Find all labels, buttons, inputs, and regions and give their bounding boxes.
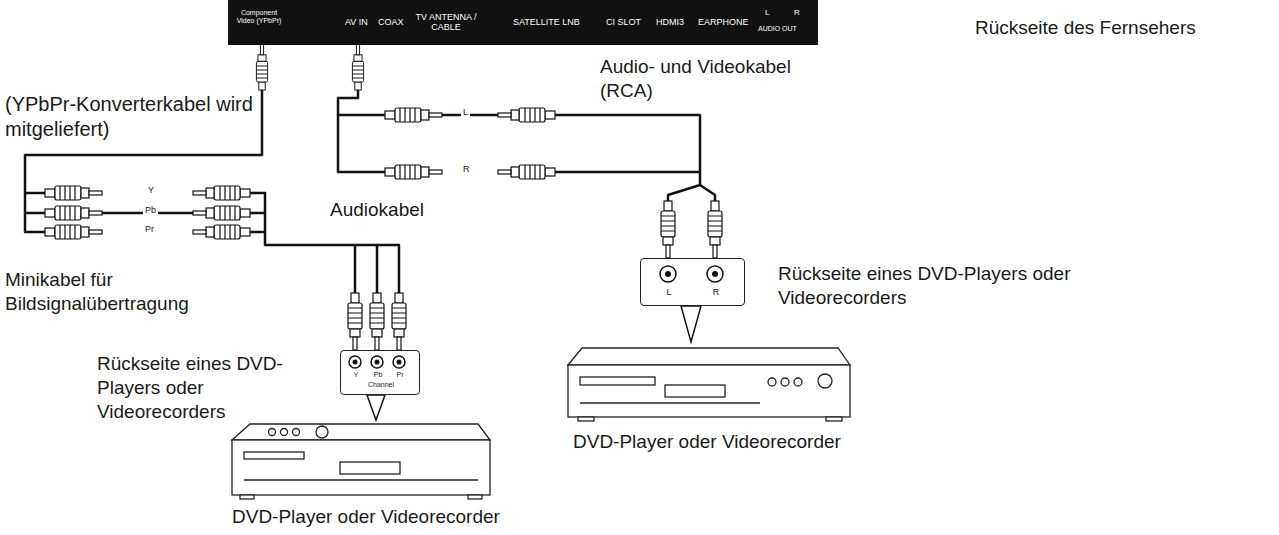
cable-wire bbox=[25, 213, 45, 232]
channel-label: R bbox=[461, 165, 472, 175]
rca-plug bbox=[498, 165, 555, 179]
socket-pin bbox=[375, 360, 380, 365]
socket-pin bbox=[712, 271, 718, 277]
port-label: R bbox=[794, 8, 800, 17]
button bbox=[768, 378, 776, 386]
callout-pointer bbox=[367, 395, 385, 420]
front-line bbox=[244, 479, 478, 480]
port-label: EARPHONE bbox=[698, 17, 749, 27]
panel-caption: Rückseite eines DVD-Players oder Videore… bbox=[778, 262, 1138, 310]
dvd-player-front bbox=[232, 440, 490, 495]
cable-note: (YPbPr-Konverterkabel wird mitgeliefert) bbox=[5, 92, 255, 142]
rca-plug bbox=[385, 165, 442, 179]
rca-plug bbox=[45, 186, 102, 200]
device-back-panel: Y Pb PrChannel bbox=[340, 350, 420, 395]
socket-pin bbox=[665, 271, 671, 277]
socket bbox=[707, 266, 723, 282]
socket bbox=[660, 266, 676, 282]
cable-wire bbox=[250, 193, 265, 213]
channel-label: Pr bbox=[143, 225, 156, 235]
rca-plug bbox=[193, 206, 250, 220]
button bbox=[781, 378, 789, 386]
port-label: TV ANTENNA / CABLE bbox=[414, 12, 478, 33]
rca-plug bbox=[661, 201, 675, 258]
rca-plug bbox=[352, 44, 363, 90]
device-back-panel: LR bbox=[640, 258, 745, 306]
button bbox=[794, 378, 802, 386]
panel-caption: Rückseite eines DVD-Players oder Videore… bbox=[97, 352, 292, 423]
port-label: Component Video (YPbPr) bbox=[236, 9, 282, 25]
dvd-player-top bbox=[568, 348, 850, 365]
button bbox=[269, 429, 276, 436]
device-caption: DVD-Player oder Videorecorder bbox=[232, 505, 500, 529]
socket-label: R bbox=[713, 287, 720, 297]
rca-plug bbox=[45, 206, 102, 220]
port-label: SATELLITE LNB bbox=[513, 17, 580, 27]
display bbox=[665, 385, 725, 397]
knob bbox=[316, 426, 328, 438]
foot bbox=[826, 417, 842, 421]
disc-slot bbox=[580, 377, 655, 385]
channel-label: Pb bbox=[143, 206, 158, 216]
socket-pin bbox=[397, 360, 402, 365]
button bbox=[293, 429, 300, 436]
cable-wire bbox=[354, 245, 357, 293]
rca-plug bbox=[498, 108, 555, 122]
port-label: CI SLOT bbox=[606, 17, 641, 27]
foot bbox=[240, 495, 254, 499]
socket-pin bbox=[353, 360, 358, 365]
socket-label: L bbox=[666, 287, 671, 297]
cable-wire bbox=[700, 185, 715, 201]
rca-plug bbox=[385, 108, 442, 122]
socket-label: Pr bbox=[397, 371, 404, 379]
device-caption: DVD-Player oder Videorecorder bbox=[573, 430, 841, 454]
dvd-player-front bbox=[568, 365, 850, 417]
port-label: COAX bbox=[378, 17, 404, 27]
cable-label: Audio- und Videokabel (RCA) bbox=[600, 55, 835, 103]
cable-wire bbox=[25, 192, 45, 195]
rca-plug bbox=[193, 225, 250, 239]
display bbox=[340, 462, 400, 474]
rca-plug bbox=[348, 293, 362, 350]
foot bbox=[468, 495, 482, 499]
socket bbox=[371, 356, 383, 368]
rca-plug bbox=[370, 293, 384, 350]
front-line bbox=[580, 402, 760, 403]
cable-label: Audiokabel bbox=[330, 198, 424, 222]
disc-slot bbox=[244, 452, 304, 459]
socket-label: Pb bbox=[374, 371, 383, 379]
port-label: AV IN bbox=[345, 17, 368, 27]
socket bbox=[393, 356, 405, 368]
port-label: HDMI3 bbox=[656, 17, 684, 27]
rca-plug bbox=[256, 44, 267, 90]
cable-wire bbox=[338, 115, 385, 172]
panel-caption: Rückseite des Fernsehers bbox=[975, 16, 1196, 40]
knob bbox=[818, 374, 832, 388]
rca-plug bbox=[193, 186, 250, 200]
rca-plug bbox=[708, 201, 722, 258]
cable-wire bbox=[555, 171, 700, 174]
callout-pointer bbox=[681, 306, 701, 342]
channel-label: L bbox=[461, 108, 470, 118]
channel-label: Y bbox=[146, 186, 156, 196]
socket bbox=[349, 356, 361, 368]
socket-label: Y bbox=[354, 371, 359, 379]
button bbox=[281, 429, 288, 436]
socket-label: Channel bbox=[368, 381, 394, 389]
port-label: L bbox=[765, 8, 769, 17]
cable-wire bbox=[250, 231, 265, 234]
rca-plug bbox=[45, 225, 102, 239]
foot bbox=[578, 417, 594, 421]
cable-label: Minikabel für Bildsignalübertragung bbox=[5, 268, 250, 316]
port-label: AUDIO OUT bbox=[758, 25, 797, 33]
dvd-player-top bbox=[232, 424, 490, 440]
rca-plug bbox=[392, 293, 406, 350]
cable-wire bbox=[377, 245, 399, 293]
tv-back-panel: Component Video (YPbPr) AV IN COAX TV ANTEN… bbox=[228, 0, 818, 45]
